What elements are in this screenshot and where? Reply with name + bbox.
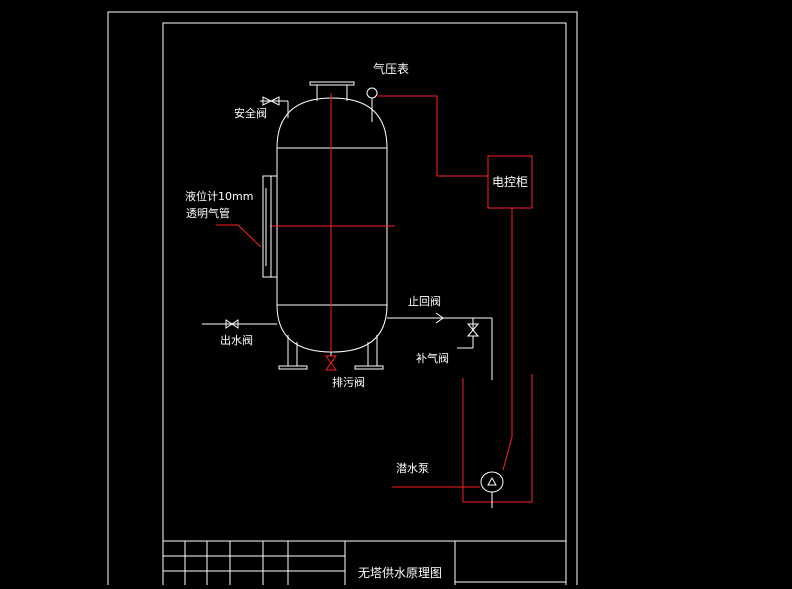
outlet-valve-label: 出水阀: [220, 333, 253, 347]
well-left-wall: [462, 374, 533, 503]
inlet-pipe: [387, 312, 493, 380]
tank-legs: [278, 335, 384, 370]
level-gauge-label-2: 透明气管: [186, 206, 230, 220]
outlet-valve: [202, 319, 277, 329]
drain-valve-label: 排污阀: [332, 375, 365, 389]
pressure-gauge-icon: [366, 87, 378, 122]
level-gauge-leader-slant: [237, 224, 262, 248]
safety-valve: [260, 96, 289, 118]
level-gauge-label-1: 液位计10mm: [185, 189, 253, 203]
gauge-signal-line: [378, 95, 488, 177]
check-valve-label: 止回阀: [408, 294, 441, 308]
pressure-gauge-label: 气压表: [373, 61, 409, 76]
pump-power-line: [502, 208, 513, 471]
drain-valve-bottom: [325, 362, 337, 371]
safety-valve-label: 安全阀: [234, 106, 267, 120]
inner-frame: [162, 22, 567, 589]
drain-valve-top: [325, 355, 337, 364]
title-block-title: 无塔供水原理图: [358, 566, 442, 580]
control-cabinet-box: [487, 155, 533, 209]
air-valve-label: 补气阀: [416, 351, 449, 365]
submersible-pump-label: 潜水泵: [396, 461, 429, 475]
air-valve: [457, 323, 480, 349]
pressure-tank: [276, 97, 388, 353]
top-flange: [309, 81, 355, 101]
level-gauge: [262, 175, 277, 278]
submersible-pump-icon: [480, 471, 504, 508]
outer-frame: [107, 11, 578, 589]
title-block: [163, 540, 566, 585]
control-cabinet-label: 电控柜: [492, 175, 528, 189]
